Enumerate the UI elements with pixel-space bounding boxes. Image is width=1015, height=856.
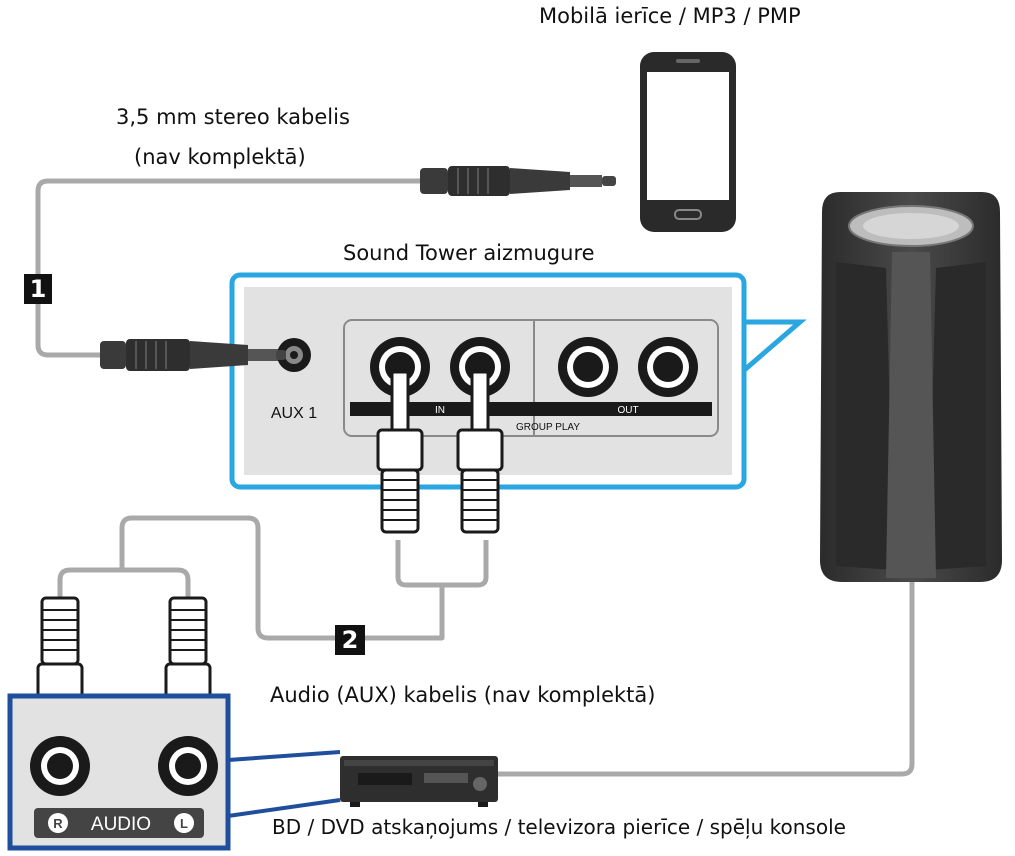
audio-jack-r [30, 736, 90, 796]
stereo-cable-note: (nav komplektā) [134, 145, 306, 169]
rca-plug-icon [376, 370, 424, 534]
audio-jack-l [158, 736, 218, 796]
smartphone-icon [640, 52, 736, 232]
audio-r-label: R [53, 816, 63, 831]
cables [35, 178, 915, 777]
speaker-icon [820, 192, 1002, 582]
step-2-badge: 2 [335, 625, 365, 655]
bd-player-icon [340, 756, 498, 807]
aux-cable-lower [119, 515, 335, 641]
aux-cable-link [335, 585, 445, 641]
jack-plug-icon [100, 339, 286, 371]
step-1-badge: 1 [24, 274, 52, 304]
panel-callout-pointer [739, 319, 807, 378]
stereo-cable-label: 3,5 mm stereo kabelis [116, 105, 350, 129]
jack-plug-icon [420, 166, 616, 196]
aux-cable-split [57, 567, 191, 598]
group-play-label: GROUP PLAY [516, 422, 580, 433]
rca-jack-out-left [558, 337, 618, 397]
speaker-cable [498, 580, 915, 777]
out-label: OUT [617, 405, 638, 416]
aux-label: AUX 1 [271, 405, 317, 422]
audio-cable-label: Audio (AUX) kabelis (nav komplektā) [270, 683, 656, 707]
player-devices-label: BD / DVD atskaņojums / televizora pierīc… [272, 815, 846, 839]
stereo-cable [35, 178, 420, 358]
audio-text: AUDIO [91, 814, 151, 835]
rca-plug-icon [456, 370, 504, 534]
aux-cable-upper [395, 540, 489, 588]
in-label: IN [435, 405, 445, 416]
rca-jack-in-right [450, 337, 510, 397]
panel-title: Sound Tower aizmugure [343, 241, 595, 265]
rca-jack-out-right [638, 337, 698, 397]
audio-l-label: L [180, 816, 188, 831]
mobile-device-label: Mobilā ierīce / MP3 / PMP [539, 4, 801, 28]
aux-jack [277, 338, 311, 372]
